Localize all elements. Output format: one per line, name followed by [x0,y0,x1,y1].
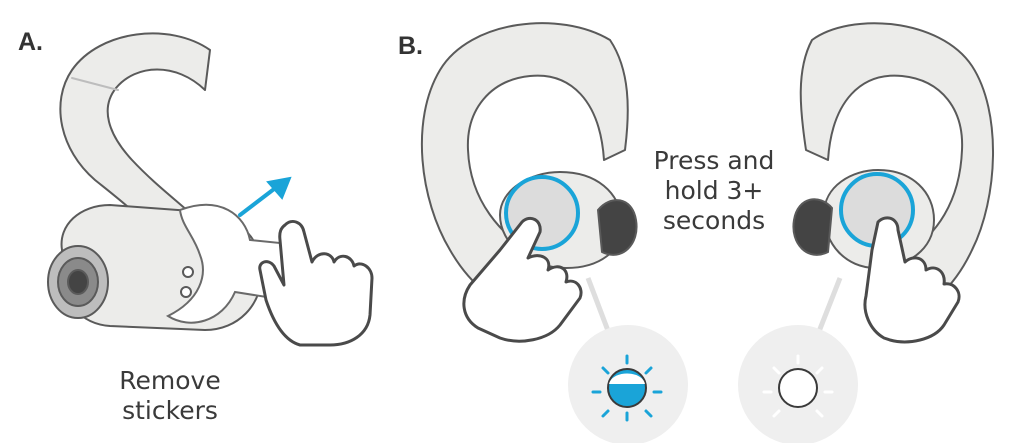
right-indicator-connector [815,277,843,335]
step-a-caption: Remove stickers [100,366,240,426]
hand-pointer-icon [258,220,374,347]
step-a-label: A. [18,28,43,56]
step-b-caption: Press and hold 3+ seconds [636,146,792,236]
hand-pointer-icon [462,216,583,343]
step-b-caption-line3: seconds [662,206,766,235]
arrow-up-right-icon [238,176,292,217]
step-a-caption-line1: Remove [119,366,221,395]
left-indicator-connector [585,277,613,337]
step-b-label: B. [398,32,423,60]
led-indicator-icon [762,354,834,418]
step-b-caption-line2: hold 3+ [664,176,764,205]
step-a-caption-line2: stickers [122,396,218,425]
step-b-caption-line1: Press and [653,146,775,175]
hand-pointer-icon [863,216,961,344]
led-indicator-icon [591,354,663,422]
